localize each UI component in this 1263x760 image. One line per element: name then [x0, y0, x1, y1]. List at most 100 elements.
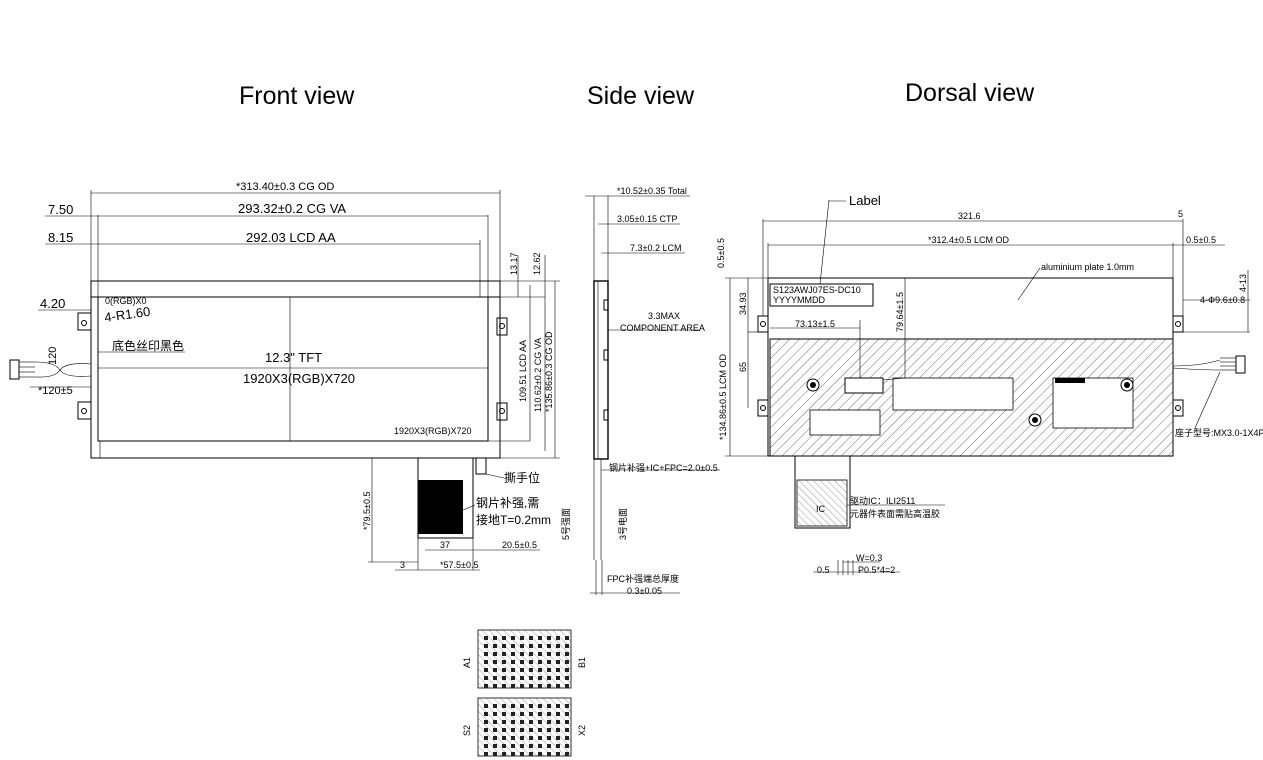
pin-mark	[547, 736, 551, 740]
pin-mark	[493, 652, 497, 656]
pin-mark	[529, 712, 533, 716]
pin-mark	[520, 736, 524, 740]
pin-mark	[547, 636, 551, 640]
pin-mark	[538, 668, 542, 672]
pin-mark	[520, 676, 524, 680]
pin-mark	[538, 728, 542, 732]
dorsal-top-05: 0.5±0.5	[1186, 235, 1216, 245]
side-view: *10.52±0.35 Total 3.05±0.15 CTP 7.3±0.2 …	[561, 186, 720, 596]
pin-mark	[484, 720, 488, 724]
pin-mark	[556, 676, 560, 680]
pin-mark	[511, 636, 515, 640]
side-fpc-thickness-val: 0.3±0.05	[627, 586, 662, 596]
pin-mark	[547, 660, 551, 664]
pin-mark	[556, 736, 560, 740]
pin-mark	[538, 704, 542, 708]
pin-mark	[520, 720, 524, 724]
pin-mark	[511, 712, 515, 716]
pin-mark	[502, 712, 506, 716]
pin-mark	[493, 684, 497, 688]
front-cg-va-vertical: 110.62±0.2 CG VA	[533, 338, 543, 412]
pin-mark	[565, 636, 569, 640]
pin-mark	[547, 752, 551, 756]
side-fpc-thickness: FPC补强端总厚度	[607, 573, 679, 584]
pin-mark	[556, 712, 560, 716]
pin-mark	[565, 668, 569, 672]
pin-mark	[565, 736, 569, 740]
pin-mark	[547, 644, 551, 648]
pin-mark	[502, 668, 506, 672]
dorsal-aluminium: aluminium plate 1.0mm	[1041, 262, 1134, 272]
pin-mark	[547, 728, 551, 732]
pin-mark	[529, 728, 533, 732]
dorsal-connector-model: 座子型号:MX3.0-1X4P	[1175, 427, 1263, 438]
pin-mark	[529, 720, 533, 724]
pin-mark	[538, 720, 542, 724]
pin-mark	[538, 676, 542, 680]
front-stiffener-note-2: 接地T=0.2mm	[476, 512, 551, 527]
front-resolution: 1920X3(RGB)X720	[243, 371, 355, 386]
front-tft-size: 12.3" TFT	[265, 350, 322, 365]
pin-mark	[484, 728, 488, 732]
dorsal-fpc	[794, 455, 851, 529]
side-component-1: 3.3MAX	[648, 311, 680, 321]
dorsal-r-496: 4-Φ9.6±0.8	[1200, 295, 1245, 305]
pin-mark	[520, 704, 524, 708]
pin-mark	[493, 644, 497, 648]
pin-mark	[520, 644, 524, 648]
pin-mark	[493, 744, 497, 748]
pinout-diagram: A1 B1 S2 X2	[462, 629, 587, 757]
pin-mark	[502, 652, 506, 656]
front-resolution-corner: 1920X3(RGB)X720	[394, 426, 472, 436]
pin-mark	[556, 636, 560, 640]
pin-mark	[547, 720, 551, 724]
front-right-1317: 13.17	[509, 252, 519, 275]
pin-mark	[556, 660, 560, 664]
pin-mark	[520, 652, 524, 656]
dorsal-width-3216: 321.6	[958, 211, 981, 221]
front-cable-120: 120	[47, 347, 59, 365]
pin-mark	[484, 712, 488, 716]
pin-mark	[511, 644, 515, 648]
front-left-815: 8.15	[48, 230, 73, 245]
pin-mark	[565, 652, 569, 656]
pin-mark	[565, 676, 569, 680]
dorsal-h-7964: 79.64±1.5	[895, 292, 905, 332]
dorsal-lcm-od: *312.4±0.5 LCM OD	[928, 235, 1009, 245]
pin-mark	[538, 660, 542, 664]
pin-mark	[520, 752, 524, 756]
pin-mark	[511, 652, 515, 656]
pin-mark	[493, 728, 497, 732]
pin-mark	[502, 744, 506, 748]
pin-mark	[565, 684, 569, 688]
pin-mark	[484, 676, 488, 680]
pin-mark	[529, 676, 533, 680]
pin-mark	[511, 744, 515, 748]
side-lcm: 7.3±0.2 LCM	[630, 243, 681, 253]
side-3: 3号电面	[617, 508, 628, 540]
pin-mark	[556, 684, 560, 688]
pin-mark	[502, 720, 506, 724]
pinout-bottom-right: X2	[577, 725, 587, 736]
dorsal-width-5: 5	[1178, 209, 1183, 219]
dorsal-component-glue: 元器件表面需贴高温胶	[850, 508, 940, 519]
pin-mark	[538, 752, 542, 756]
front-connector	[9, 359, 20, 380]
pin-mark	[529, 660, 533, 664]
pin-mark	[502, 684, 506, 688]
front-cg-od: *313.40±0.3 CG OD	[236, 181, 334, 193]
pin-mark	[520, 744, 524, 748]
front-view: *120±5 120 *313.40±0.3 CG OD 293.32±0.2 …	[9, 181, 560, 571]
side-ctp: 3.05±0.15 CTP	[617, 214, 677, 224]
front-view-title: Front view	[239, 82, 355, 110]
front-left-750: 7.50	[48, 202, 73, 217]
pin-mark	[547, 652, 551, 656]
pin-mark	[511, 728, 515, 732]
side-view-title: Side view	[587, 82, 695, 110]
pin-mark	[511, 736, 515, 740]
front-cg-va: 293.32±0.2 CG VA	[238, 201, 346, 216]
pin-mark	[565, 752, 569, 756]
front-fpc-length: *79.5±0.5	[362, 492, 372, 530]
pin-mark	[556, 644, 560, 648]
dorsal-r-413: 4-13	[1238, 274, 1248, 292]
